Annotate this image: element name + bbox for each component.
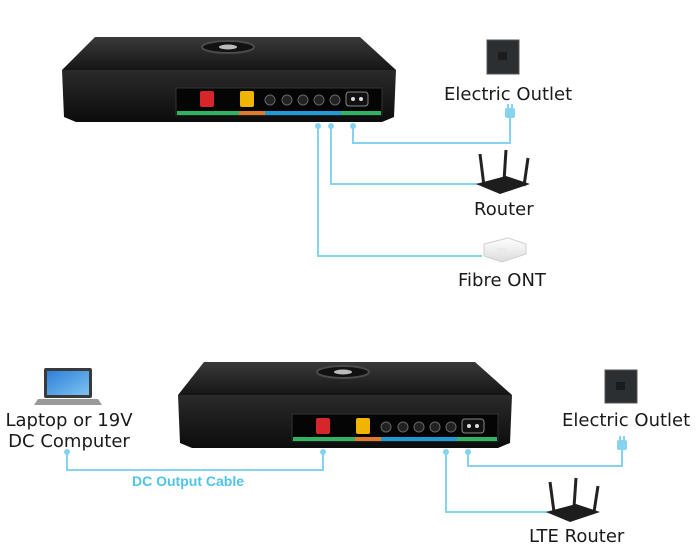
dc-output-port-red bbox=[316, 418, 330, 434]
label-laptop-line2: DC Computer bbox=[8, 431, 130, 452]
bottom-cables bbox=[66, 448, 623, 513]
ups-device-bottom bbox=[178, 362, 512, 448]
laptop-icon bbox=[34, 368, 102, 405]
label-fibre-ont: Fibre ONT bbox=[458, 270, 546, 291]
label-laptop-line1: Laptop or 19V bbox=[5, 410, 133, 431]
cable-router-top bbox=[330, 126, 478, 185]
cable-outlet-bottom bbox=[467, 448, 623, 467]
electric-outlet-icon-top bbox=[486, 39, 520, 75]
electric-outlet-icon-bottom bbox=[604, 369, 638, 404]
ups-device-top bbox=[62, 37, 396, 122]
lte-router-icon bbox=[546, 477, 600, 522]
label-electric-outlet-top: Electric Outlet bbox=[444, 84, 573, 105]
label-electric-outlet-bottom: Electric Outlet bbox=[562, 410, 691, 431]
cable-outlet-top bbox=[352, 108, 511, 144]
cable-ont-top bbox=[317, 126, 482, 257]
dc-port-yellow bbox=[240, 91, 254, 107]
plug-icon-bottom bbox=[617, 436, 627, 450]
cable-lte-router bbox=[445, 452, 548, 513]
dc-output-port-red bbox=[200, 91, 214, 107]
top-cables bbox=[317, 108, 511, 257]
plug-icon-top bbox=[505, 104, 515, 118]
label-dc-output-cable: DC Output Cable bbox=[132, 473, 244, 489]
router-icon-top bbox=[476, 149, 530, 194]
fibre-ont-icon bbox=[483, 237, 527, 263]
cable-dc-output bbox=[66, 452, 324, 471]
label-laptop: Laptop or 19V DC Computer bbox=[4, 410, 134, 452]
label-router-top: Router bbox=[474, 199, 534, 220]
dc-port-yellow bbox=[356, 418, 370, 434]
label-lte-router: LTE Router bbox=[529, 526, 625, 547]
